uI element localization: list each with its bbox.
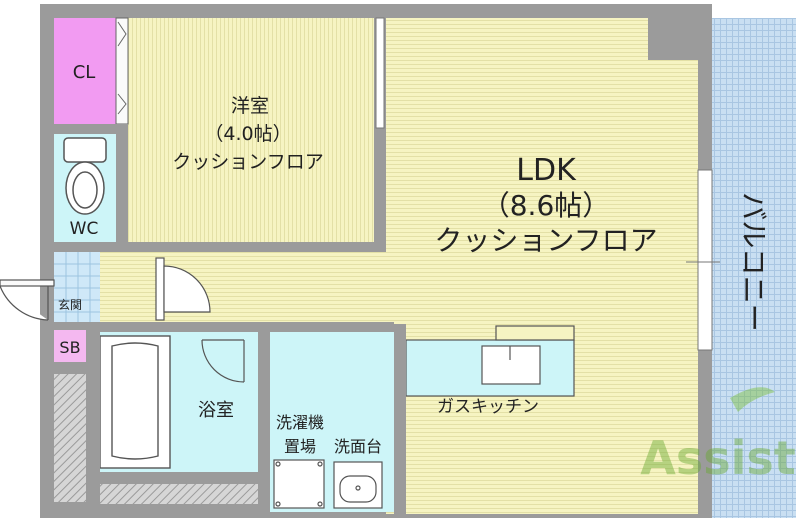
assist-logo: Assist bbox=[640, 387, 796, 485]
toilet-icon bbox=[63, 137, 107, 215]
ldk-name: LDK bbox=[516, 153, 577, 188]
bedroom-floor-label: クッションフロア bbox=[172, 151, 323, 173]
balcony-area bbox=[712, 18, 796, 518]
ldk-floor bbox=[386, 18, 698, 514]
washbasin-icon bbox=[333, 461, 383, 509]
hallway-floor bbox=[100, 244, 386, 324]
bedroom-name: 洋室 bbox=[231, 95, 269, 117]
kitchen-label: ガスキッチン bbox=[437, 397, 539, 417]
entrance-tile-grid bbox=[54, 252, 100, 322]
entrance-label: 玄関 bbox=[58, 297, 82, 312]
washbasin-label: 洗面台 bbox=[334, 437, 382, 456]
closet-doors bbox=[115, 17, 129, 125]
kitchen-counter bbox=[405, 325, 575, 397]
bathroom-door bbox=[201, 339, 245, 383]
sliding-partition bbox=[375, 17, 385, 129]
bathtub-icon bbox=[99, 335, 171, 469]
closet-area bbox=[54, 18, 116, 124]
wall-column bbox=[648, 18, 698, 60]
shoe-box bbox=[54, 330, 86, 362]
ldk-floor-label: クッションフロア bbox=[434, 224, 657, 257]
balcony-window bbox=[697, 169, 713, 351]
shoe-box-label: SB bbox=[59, 338, 80, 357]
toilet-label: WC bbox=[70, 219, 99, 239]
storage-hatch-left bbox=[54, 374, 86, 502]
bedroom-floor bbox=[128, 18, 378, 242]
ldk-size: （8.6帖） bbox=[482, 189, 611, 222]
bedroom-size: （4.0帖） bbox=[204, 123, 291, 145]
balcony-label: バルコニー bbox=[737, 192, 770, 331]
washer-space-icon bbox=[273, 459, 325, 509]
entrance-door bbox=[0, 279, 55, 321]
closet-label: CL bbox=[73, 62, 96, 83]
washer-label-line2: 置場 bbox=[284, 437, 316, 456]
storage-hatch-bottom bbox=[100, 484, 258, 504]
bathroom-label: 浴室 bbox=[198, 400, 234, 421]
hallway-door bbox=[155, 257, 211, 321]
washer-label-line1: 洗濯機 bbox=[276, 413, 324, 432]
assist-watermark-text: Assist bbox=[640, 431, 796, 485]
